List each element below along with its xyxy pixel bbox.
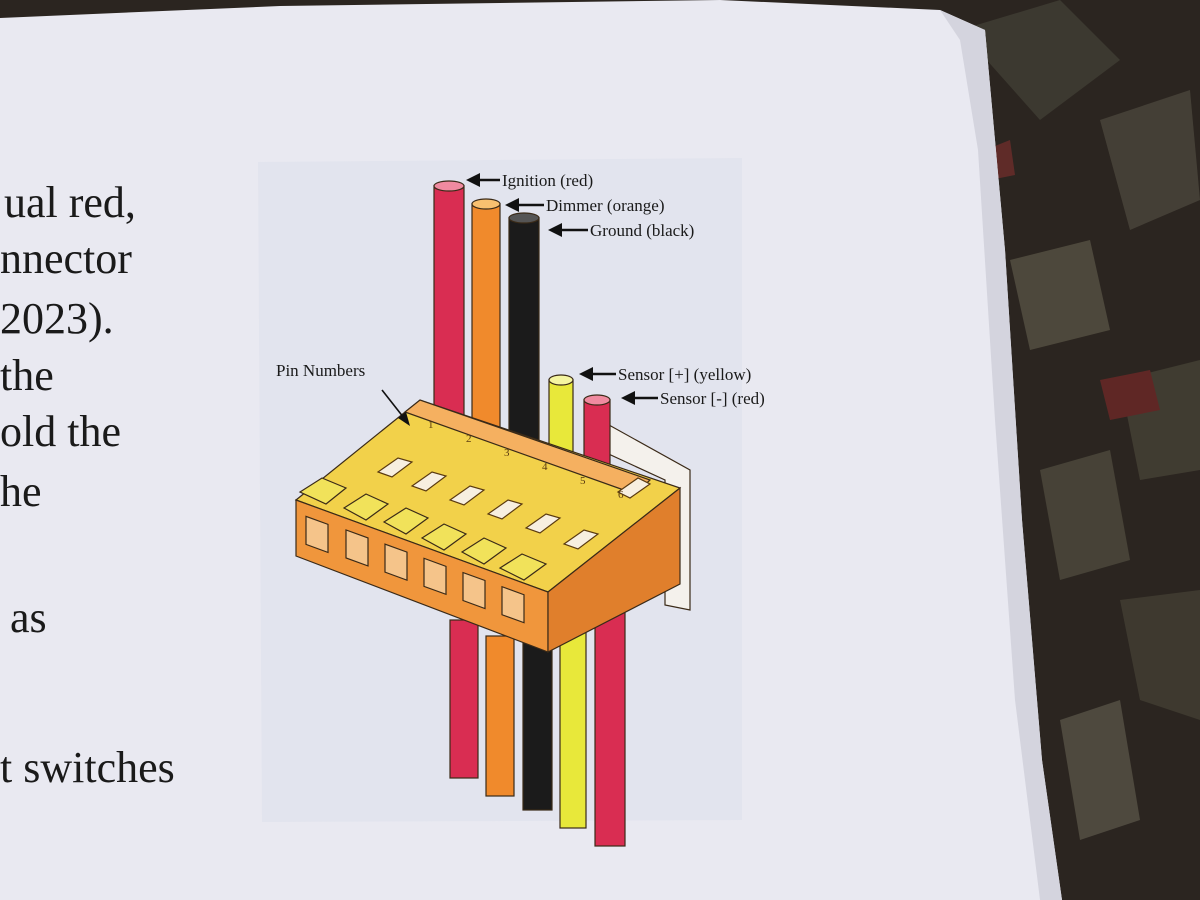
- wire-sensor-neg-end: [583, 394, 611, 406]
- body-line-7: as: [10, 593, 47, 642]
- wire-ground-upper: [508, 217, 540, 441]
- wire-dimmer-upper: [471, 203, 501, 431]
- body-line-3: 2023).: [0, 294, 114, 343]
- arrow-head-ground: [548, 223, 562, 237]
- body-line-1: ual red,: [4, 178, 136, 227]
- wire-dimmer-end: [471, 198, 501, 210]
- pin-mark-2: 2: [466, 433, 472, 445]
- pin-mark-5: 5: [580, 475, 586, 487]
- lower-wires: [449, 607, 626, 847]
- pin-mark-4: 4: [542, 461, 548, 473]
- arrow-head-pin-numbers: [398, 412, 410, 426]
- body-line-4: the: [0, 351, 54, 400]
- connector-illustration: 1 2 3 4 5 6: [294, 180, 691, 847]
- arrow-head-sensor-neg: [621, 391, 635, 405]
- wire-ground-end: [508, 212, 540, 224]
- body-line-6: he: [0, 467, 42, 516]
- wire-ignition-upper: [433, 185, 465, 417]
- arrow-pin-numbers: [381, 389, 405, 419]
- wire-sensor-pos-lower: [559, 623, 587, 829]
- wire-ignition-end: [433, 180, 465, 192]
- surface-texture: [960, 0, 1200, 840]
- wire-dimmer-lower: [485, 635, 515, 797]
- latches: [298, 477, 548, 581]
- top-slots: [376, 457, 652, 550]
- callouts: Ignition (red) Dimmer (orange) Ground (b…: [276, 171, 765, 426]
- wire-sensor-neg-lower: [594, 607, 626, 847]
- label-sensor-pos: Sensor [+] (yellow): [618, 365, 751, 384]
- label-ignition: Ignition (red): [502, 171, 593, 190]
- wire-sensor-pos-end: [548, 374, 574, 386]
- pin-number-marks: 1 2 3 4 5 6: [428, 419, 624, 501]
- label-sensor-neg: Sensor [-] (red): [660, 389, 765, 408]
- pin-mark-6: 6: [618, 489, 624, 501]
- body-line-5: old the: [0, 407, 121, 456]
- front-pin-holes: [305, 515, 525, 624]
- body-text-column: ual red, nnector 2023). the old the he a…: [0, 178, 175, 792]
- pin-mark-1: 1: [428, 419, 434, 431]
- wire-ground-lower: [522, 639, 553, 811]
- arrow-head-ignition: [466, 173, 480, 187]
- body-line-2: nnector: [0, 234, 132, 283]
- wire-ignition-lower: [449, 619, 479, 779]
- paper-edge-shadow: [940, 10, 1062, 900]
- arrow-head-sensor-pos: [579, 367, 593, 381]
- pin-mark-3: 3: [504, 447, 510, 459]
- label-pin-numbers: Pin Numbers: [276, 361, 365, 380]
- pin-number-strip: [403, 399, 652, 495]
- body-line-8: t switches: [0, 743, 175, 792]
- label-ground: Ground (black): [590, 221, 694, 240]
- arrow-head-dimmer: [505, 198, 519, 212]
- connector-side-face: [547, 486, 681, 653]
- label-dimmer: Dimmer (orange): [546, 196, 664, 215]
